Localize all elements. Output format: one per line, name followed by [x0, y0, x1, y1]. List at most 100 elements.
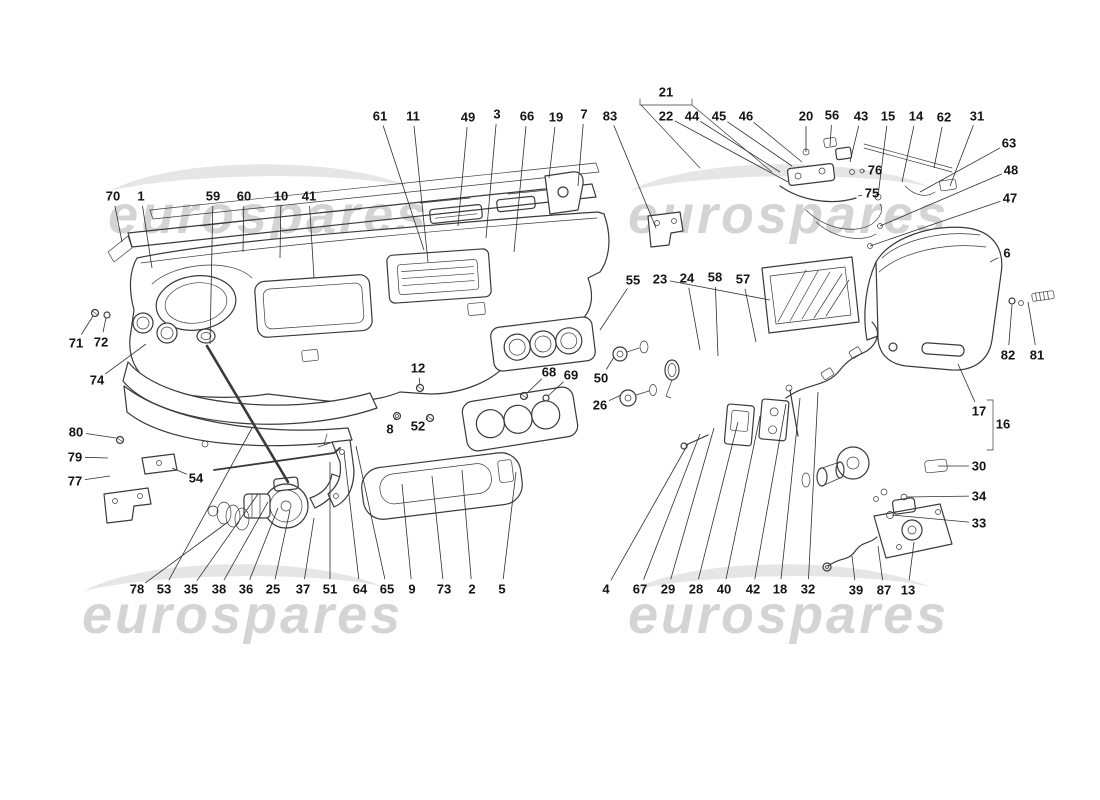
- part-label-14[interactable]: 14: [909, 109, 924, 124]
- part-label-42[interactable]: 42: [746, 582, 760, 597]
- leader-line-39: [851, 555, 856, 581]
- part-label-22[interactable]: 22: [659, 109, 673, 124]
- leader-line-18: [780, 397, 801, 580]
- part-label-44[interactable]: 44: [685, 109, 700, 124]
- part-label-30[interactable]: 30: [972, 459, 986, 474]
- part-label-77[interactable]: 77: [68, 474, 82, 489]
- leader-line-10: [279, 205, 282, 259]
- leader-line-4: [610, 443, 689, 581]
- part-label-58[interactable]: 58: [708, 270, 722, 285]
- part-label-5[interactable]: 5: [498, 582, 505, 597]
- cluster-opening: [254, 274, 373, 338]
- part-label-3[interactable]: 3: [493, 107, 500, 122]
- dash-top-strip: [149, 162, 600, 220]
- part-label-60[interactable]: 60: [237, 189, 251, 204]
- part-label-18[interactable]: 18: [773, 582, 787, 597]
- callout-bracket-21: [639, 98, 773, 173]
- part-label-67[interactable]: 67: [633, 582, 647, 597]
- part-label-23[interactable]: 23: [653, 272, 667, 287]
- part-label-36[interactable]: 36: [239, 582, 253, 597]
- part-label-29[interactable]: 29: [661, 582, 675, 597]
- part-label-66[interactable]: 66: [520, 109, 534, 124]
- part-label-76[interactable]: 76: [868, 163, 882, 178]
- part-label-52[interactable]: 52: [411, 419, 425, 434]
- part-label-40[interactable]: 40: [717, 582, 731, 597]
- watermark-swoosh: [84, 564, 384, 591]
- part-label-8[interactable]: 8: [386, 422, 393, 437]
- part-label-83[interactable]: 83: [603, 109, 617, 124]
- leader-line-17: [957, 363, 976, 403]
- part-label-82[interactable]: 82: [1001, 348, 1015, 363]
- part-label-12[interactable]: 12: [411, 361, 425, 376]
- leader-line-5: [502, 471, 517, 580]
- part-label-1[interactable]: 1: [137, 189, 144, 204]
- part-label-4[interactable]: 4: [602, 582, 610, 597]
- leader-line-54: [171, 467, 187, 475]
- part-label-34[interactable]: 34: [972, 489, 987, 504]
- part-label-59[interactable]: 59: [206, 189, 220, 204]
- part-label-16[interactable]: 16: [996, 417, 1010, 432]
- part-label-32[interactable]: 32: [801, 582, 815, 597]
- part-label-79[interactable]: 79: [68, 450, 82, 465]
- part-label-11[interactable]: 11: [406, 109, 420, 124]
- part-label-38[interactable]: 38: [212, 582, 226, 597]
- part-label-41[interactable]: 41: [302, 189, 316, 204]
- part-label-21[interactable]: 21: [659, 85, 673, 100]
- part-label-13[interactable]: 13: [901, 583, 915, 598]
- part-label-75[interactable]: 75: [865, 186, 879, 201]
- part-label-54[interactable]: 54: [189, 471, 204, 486]
- part-label-37[interactable]: 37: [296, 582, 310, 597]
- handwheel-shaft: [801, 446, 888, 502]
- part-label-19[interactable]: 19: [549, 110, 563, 125]
- part-label-55[interactable]: 55: [626, 273, 640, 288]
- part-label-39[interactable]: 39: [849, 583, 863, 598]
- part-label-65[interactable]: 65: [380, 582, 394, 597]
- part-label-31[interactable]: 31: [970, 109, 984, 124]
- part-label-9[interactable]: 9: [408, 582, 415, 597]
- leader-line-32: [808, 391, 819, 580]
- part-label-6[interactable]: 6: [1003, 246, 1010, 261]
- part-label-7[interactable]: 7: [580, 107, 587, 122]
- part-label-48[interactable]: 48: [1004, 163, 1018, 178]
- part-label-81[interactable]: 81: [1030, 348, 1044, 363]
- part-label-35[interactable]: 35: [184, 582, 198, 597]
- part-label-2[interactable]: 2: [468, 582, 475, 597]
- part-label-78[interactable]: 78: [130, 582, 144, 597]
- part-label-25[interactable]: 25: [266, 582, 280, 597]
- lock-assembly: [873, 497, 953, 559]
- part-label-63[interactable]: 63: [1002, 136, 1016, 151]
- part-label-74[interactable]: 74: [90, 373, 105, 388]
- leader-line-58: [715, 286, 719, 357]
- part-label-80[interactable]: 80: [69, 425, 83, 440]
- part-label-17[interactable]: 17: [972, 404, 986, 419]
- part-label-57[interactable]: 57: [736, 272, 750, 287]
- part-label-87[interactable]: 87: [877, 583, 891, 598]
- part-label-69[interactable]: 69: [564, 368, 578, 383]
- part-label-68[interactable]: 68: [542, 365, 556, 380]
- part-label-62[interactable]: 62: [937, 110, 951, 125]
- part-label-47[interactable]: 47: [1003, 191, 1017, 206]
- part-label-20[interactable]: 20: [799, 109, 813, 124]
- part-label-72[interactable]: 72: [94, 335, 108, 350]
- part-label-50[interactable]: 50: [594, 371, 608, 386]
- part-label-56[interactable]: 56: [825, 108, 839, 123]
- part-label-45[interactable]: 45: [712, 109, 726, 124]
- part-label-51[interactable]: 51: [323, 582, 337, 597]
- part-label-15[interactable]: 15: [881, 109, 895, 124]
- part-label-64[interactable]: 64: [353, 582, 368, 597]
- part-label-28[interactable]: 28: [689, 582, 703, 597]
- part-label-24[interactable]: 24: [680, 271, 695, 286]
- part-label-73[interactable]: 73: [437, 582, 451, 597]
- leader-line-65: [355, 445, 386, 580]
- part-label-49[interactable]: 49: [461, 110, 475, 125]
- part-label-70[interactable]: 70: [106, 189, 120, 204]
- glovebox-lid: [875, 226, 1003, 371]
- part-label-10[interactable]: 10: [274, 189, 288, 204]
- part-label-26[interactable]: 26: [593, 398, 607, 413]
- part-label-71[interactable]: 71: [69, 336, 83, 351]
- part-label-43[interactable]: 43: [854, 109, 868, 124]
- part-label-61[interactable]: 61: [373, 109, 387, 124]
- part-label-53[interactable]: 53: [157, 582, 171, 597]
- part-label-46[interactable]: 46: [739, 109, 753, 124]
- part-label-33[interactable]: 33: [972, 516, 986, 531]
